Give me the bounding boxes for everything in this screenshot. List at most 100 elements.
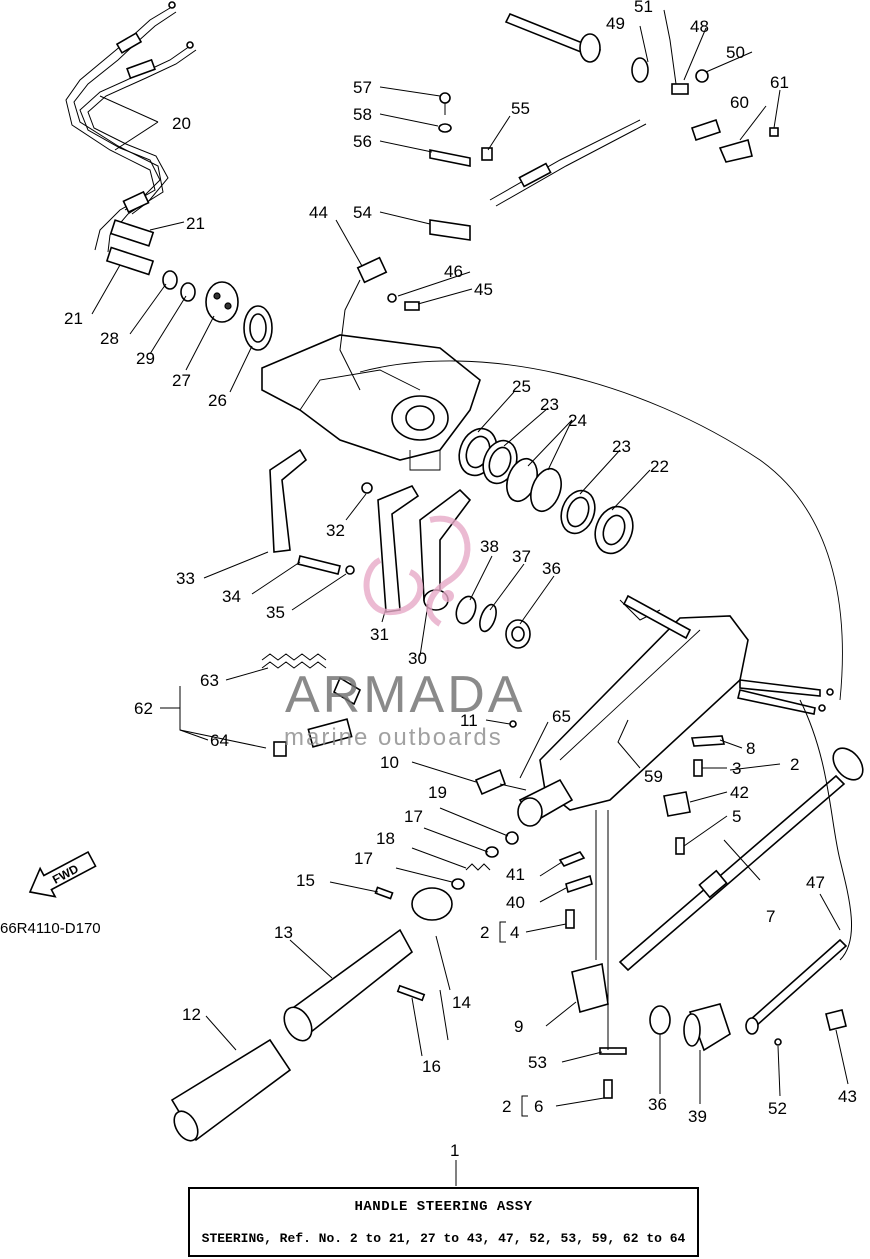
- left-switch-parts: [261, 653, 527, 796]
- callout-2b: 2: [480, 923, 489, 942]
- callout-64: 64: [210, 731, 229, 750]
- callout-15: 15: [296, 871, 315, 890]
- callout-25: 25: [512, 377, 531, 396]
- callout-19: 19: [428, 783, 447, 802]
- diagram-code: 66R4110-D170: [0, 920, 101, 937]
- callout-37: 37: [512, 547, 531, 566]
- callout-27: 27: [172, 371, 191, 390]
- callout-61: 61: [770, 73, 789, 92]
- bracket-2-6: [521, 1095, 528, 1117]
- callout-26: 26: [208, 391, 227, 410]
- callout-48: 48: [690, 17, 709, 36]
- grommet-set: [162, 270, 273, 351]
- shift-cable: [618, 747, 864, 972]
- callout-11: 11: [460, 711, 478, 730]
- callout-50: 50: [726, 43, 745, 62]
- callout-56: 56: [353, 132, 372, 151]
- routing-curve: [359, 360, 843, 701]
- cable-bracket: [429, 92, 493, 241]
- throttle-cables: [65, 1, 197, 276]
- callout-9: 9: [514, 1017, 523, 1036]
- callout-14: 14: [452, 993, 471, 1012]
- callout-10: 10: [380, 753, 399, 772]
- callout-31: 31: [370, 625, 389, 644]
- callout-44: 44: [309, 203, 328, 222]
- handle-bracket: [517, 594, 834, 827]
- callout-2a: 2: [790, 755, 799, 774]
- callout-22: 22: [650, 457, 669, 476]
- callout-45: 45: [474, 280, 493, 299]
- throttle-grip: [170, 886, 453, 1142]
- callout-5: 5: [732, 807, 741, 826]
- callout-63: 63: [200, 671, 219, 690]
- callout-60: 60: [730, 93, 749, 112]
- callout-29: 29: [136, 349, 155, 368]
- callout-46: 46: [444, 262, 463, 281]
- callout-55: 55: [511, 99, 530, 118]
- washers-36-38: [455, 595, 531, 649]
- callout-49: 49: [606, 14, 625, 33]
- washer-stack: [458, 427, 634, 555]
- callout-51: 51: [634, 0, 653, 16]
- lower-right-parts: [649, 699, 852, 1052]
- callout-52: 52: [768, 1099, 787, 1118]
- callout-40: 40: [506, 893, 525, 912]
- leader-lines: [91, 9, 849, 1186]
- callout-54: 54: [353, 203, 372, 222]
- shift-linkage: [489, 12, 779, 207]
- callout-36a: 36: [542, 559, 561, 578]
- callout-12: 12: [182, 1005, 201, 1024]
- plates-and-screws: [558, 810, 627, 1099]
- callout-47: 47: [806, 873, 825, 892]
- legend-title: HANDLE STEERING ASSY: [354, 1199, 533, 1215]
- fwd-arrow-icon: FWD: [28, 850, 97, 898]
- callout-38: 38: [480, 537, 499, 556]
- callout-62: 62: [134, 699, 153, 718]
- legend-reference: STEERING, Ref. No. 2 to 21, 27 to 43, 47…: [201, 1231, 686, 1246]
- callout-39: 39: [688, 1107, 707, 1126]
- callout-numbers: 20 21 21 28 29 27 26 57 58 56 54 55 44 4…: [64, 0, 857, 1160]
- callout-17a: 17: [404, 807, 423, 826]
- spring-parts: [451, 831, 519, 890]
- joint-44: [339, 256, 420, 391]
- callout-8: 8: [746, 739, 755, 758]
- bracket-2-4: [499, 921, 506, 943]
- callout-13: 13: [274, 923, 293, 942]
- callout-17b: 17: [354, 849, 373, 868]
- legend-box: HANDLE STEERING ASSY STEERING, Ref. No. …: [188, 1187, 699, 1257]
- callout-41: 41: [506, 865, 525, 884]
- callout-34: 34: [222, 587, 241, 606]
- callout-6: 6: [534, 1097, 543, 1116]
- callout-2c: 2: [502, 1097, 511, 1116]
- callout-43: 43: [838, 1087, 857, 1106]
- callout-58: 58: [353, 105, 372, 124]
- callout-21a: 21: [186, 214, 205, 233]
- callout-65: 65: [552, 707, 571, 726]
- watermark-brand: ARMADA: [285, 666, 525, 724]
- callout-21b: 21: [64, 309, 83, 328]
- callout-59: 59: [644, 767, 663, 786]
- swivel-bracket: [261, 334, 481, 471]
- callout-16: 16: [422, 1057, 441, 1076]
- callout-57: 57: [353, 78, 372, 97]
- callout-23b: 23: [612, 437, 631, 456]
- callout-32: 32: [326, 521, 345, 540]
- callout-42: 42: [730, 783, 749, 802]
- callout-4: 4: [510, 923, 519, 942]
- callout-3: 3: [732, 759, 741, 778]
- armada-seahorse-logo: [363, 515, 471, 627]
- watermark-tagline: marine outboards: [284, 724, 503, 751]
- callout-35: 35: [266, 603, 285, 622]
- callout-23a: 23: [540, 395, 559, 414]
- callout-28: 28: [100, 329, 119, 348]
- callout-24: 24: [568, 411, 587, 430]
- callout-36b: 36: [648, 1095, 667, 1114]
- callout-53: 53: [528, 1053, 547, 1072]
- callout-33: 33: [176, 569, 195, 588]
- callout-1: 1: [450, 1141, 459, 1160]
- watermark: ARMADA marine outboards: [284, 515, 525, 751]
- callout-18: 18: [376, 829, 395, 848]
- callout-20: 20: [172, 114, 191, 133]
- callout-7: 7: [766, 907, 775, 926]
- callout-30: 30: [408, 649, 427, 668]
